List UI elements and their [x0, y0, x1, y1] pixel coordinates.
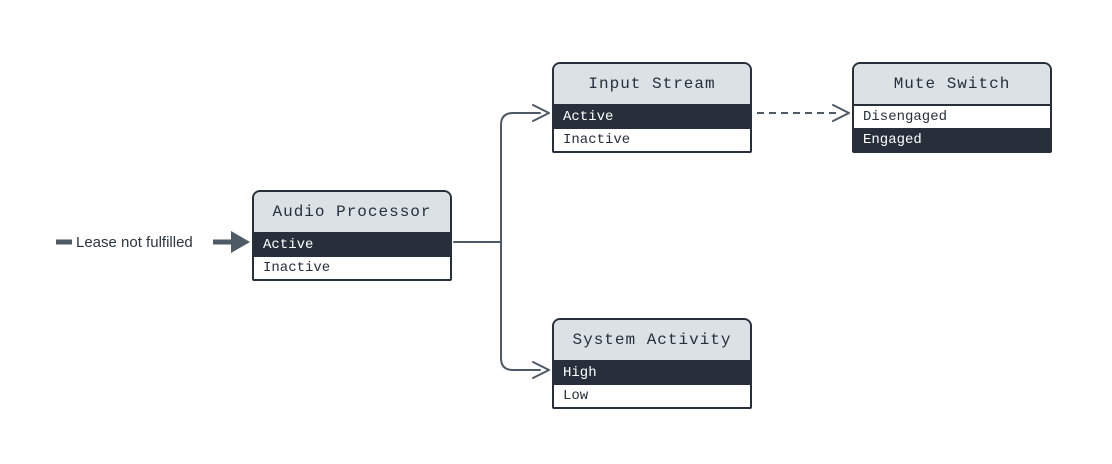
state-node-input-stream[interactable]: Input Stream Active Inactive [552, 62, 752, 153]
state-row-inactive[interactable]: Inactive [254, 256, 450, 279]
node-title: System Activity [554, 320, 750, 362]
state-node-system-activity[interactable]: System Activity High Low [552, 318, 752, 409]
state-row-disengaged[interactable]: Disengaged [854, 106, 1050, 128]
state-row-active[interactable]: Active [254, 234, 450, 256]
node-title: Audio Processor [254, 192, 450, 234]
arrowhead-to-system-activity [532, 361, 550, 379]
arrowhead-to-input-stream [532, 104, 550, 122]
edge-audio-processor-fork [453, 112, 541, 371]
state-row-engaged[interactable]: Engaged [854, 128, 1050, 151]
node-title: Input Stream [554, 64, 750, 106]
state-node-audio-processor[interactable]: Audio Processor Active Inactive [252, 190, 452, 281]
edge-input-stream-to-mute-switch [757, 104, 850, 122]
state-row-active[interactable]: Active [554, 106, 750, 128]
state-row-low[interactable]: Low [554, 384, 750, 407]
entry-transition-label: Lease not fulfilled [76, 234, 193, 251]
state-node-mute-switch[interactable]: Mute Switch Disengaged Engaged [852, 62, 1052, 153]
state-row-inactive[interactable]: Inactive [554, 128, 750, 151]
state-row-high[interactable]: High [554, 362, 750, 384]
node-title: Mute Switch [854, 64, 1050, 106]
